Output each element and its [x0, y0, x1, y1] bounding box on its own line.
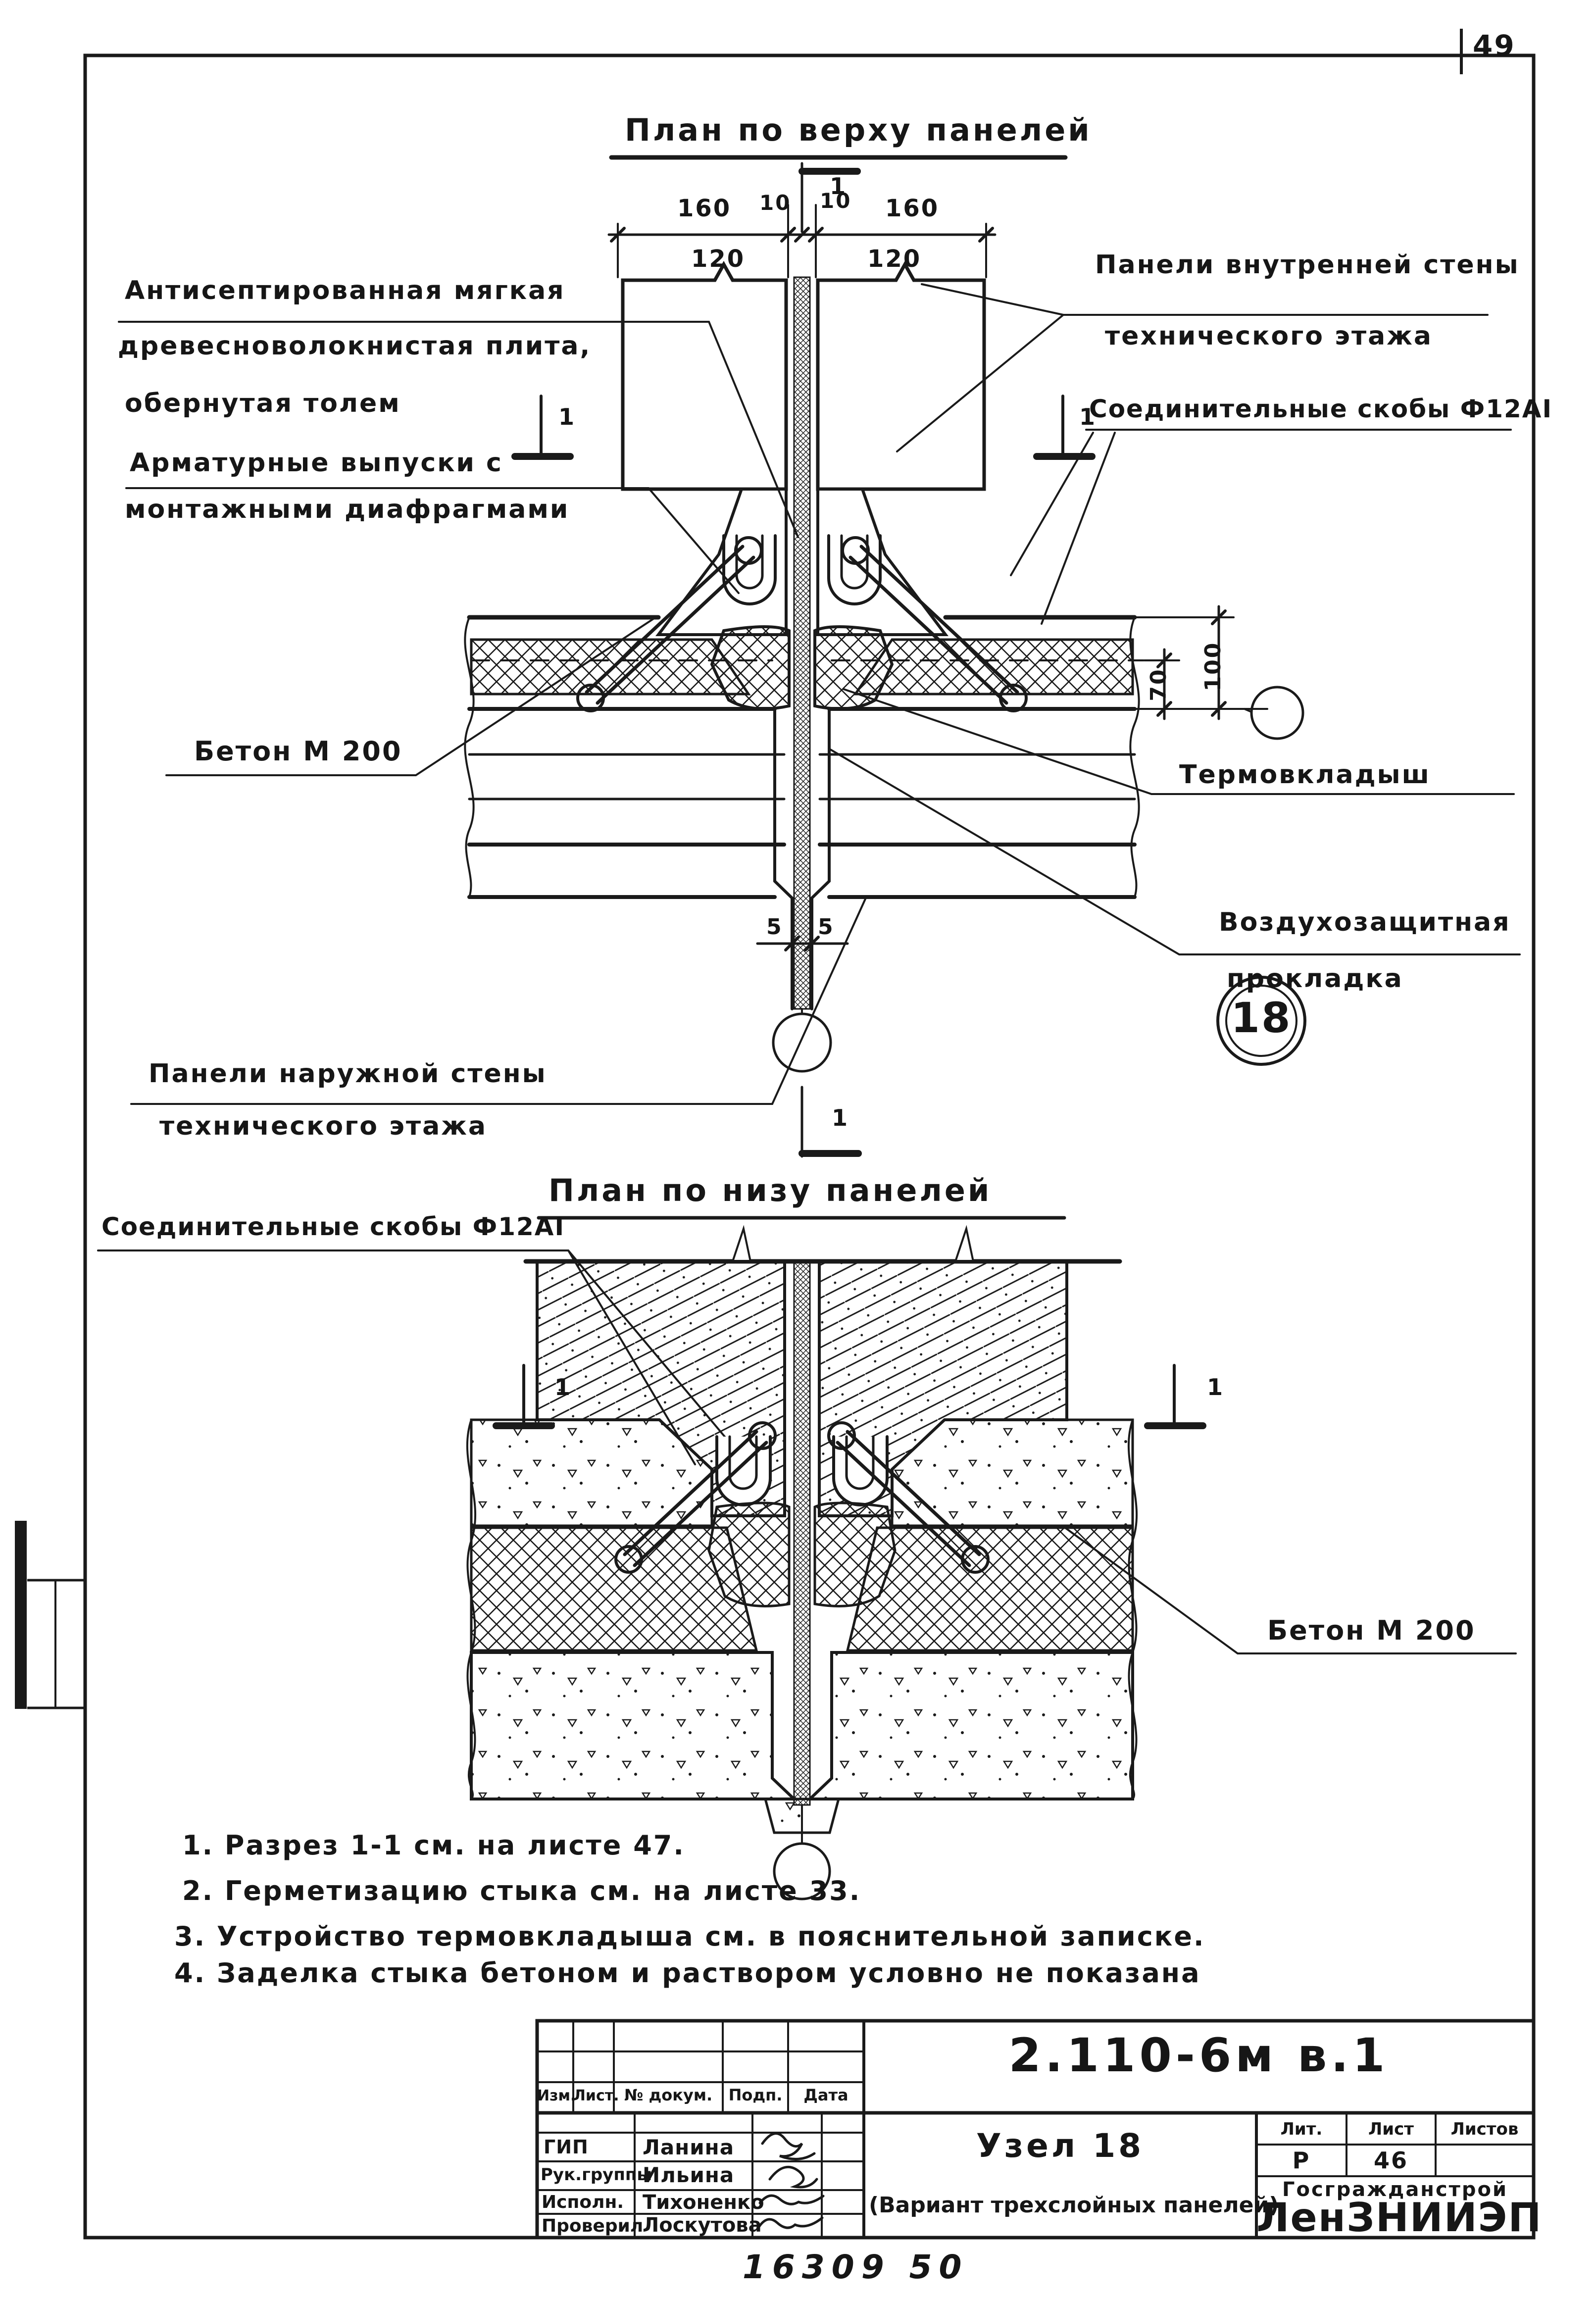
section-mark-top: 1: [830, 173, 848, 200]
node-number: 18: [1231, 994, 1292, 1042]
section-mark-upper-left: 1: [558, 403, 576, 430]
dim-10-left: 10: [759, 191, 792, 215]
dim-100: 100: [1200, 641, 1226, 692]
titleblock-sheet-label: Лист: [1368, 2119, 1414, 2139]
titleblock-row1-role: ГИП: [544, 2136, 589, 2158]
titleblock-row3-name: Тихоненко: [643, 2191, 764, 2214]
titleblock-sheets-label: Листов: [1450, 2119, 1519, 2139]
dim-5-right: 5: [818, 914, 835, 940]
top-view-dimensions: [511, 162, 1304, 956]
titleblock-org-line2: ЛенЗНИИЭП: [1256, 2195, 1543, 2241]
titleblock-row4-name: Лоскутова: [643, 2214, 762, 2237]
titleblock-col-list: Лист.: [573, 2087, 619, 2104]
titleblock-row2-role: Рук.группы: [541, 2165, 652, 2185]
dim-10-right: 10: [820, 189, 852, 213]
label-board-line3: обернутая толем: [125, 389, 401, 418]
titleblock-col-data: Дата: [803, 2086, 848, 2104]
label-thermo: Термовкладыш: [1179, 760, 1431, 790]
titleblock-row2-name: Ильина: [643, 2163, 735, 2187]
title-block-grid: [535, 2019, 1536, 2240]
left-margin-stamp: [15, 1521, 27, 1709]
titleblock-org-line1: Госгражданстрой: [1282, 2178, 1508, 2201]
titleblock-row3-role: Исполн.: [542, 2192, 624, 2212]
section-mark-mid: 1: [832, 1104, 849, 1131]
signatures: [757, 2132, 825, 2229]
titleblock-node-subtitle: (Вариант трехслойных панелей): [869, 2193, 1279, 2218]
titleblock-node-title: Узел 18: [976, 2127, 1145, 2165]
titleblock-col-podp: Подп.: [728, 2086, 783, 2104]
label-brackets-bottom: Соединительные скобы Ф12АI: [101, 1212, 565, 1241]
label-concrete-bottom: Бетон М 200: [1267, 1615, 1476, 1646]
print-code: 16309 50: [743, 2248, 969, 2286]
top-view-title: План по верху панелей: [625, 112, 1092, 148]
label-board-line1: Антисептированная мягкая: [125, 276, 565, 305]
titleblock-lit-label: Лит.: [1280, 2119, 1323, 2139]
dim-160-left: 160: [677, 195, 732, 222]
note-4: 4. Заделка стыка бетоном и раствором усл…: [174, 1957, 1201, 1989]
section-mark-upper-right: 1: [1079, 403, 1097, 430]
label-concrete-top: Бетон М 200: [194, 736, 402, 767]
label-air-line2: прокладка: [1227, 964, 1403, 994]
titleblock-row1-name: Ланина: [643, 2135, 735, 2159]
dim-120-left: 120: [691, 245, 746, 273]
label-board-line2: древесноволокнистая плита,: [118, 331, 592, 361]
page-number: 49: [1473, 29, 1516, 62]
label-inner-line2: технического этажа: [1105, 321, 1433, 351]
titleblock-doc-number: 2.110-6м в.1: [1008, 2029, 1389, 2083]
node-circle: [1216, 976, 1306, 1066]
label-air-line1: Воздухозащитная: [1219, 907, 1511, 937]
note-1: 1. Разрез 1-1 см. на листе 47.: [182, 1830, 685, 1861]
label-outer-line1: Панели наружной стены: [149, 1059, 547, 1089]
dim-5-left: 5: [766, 914, 783, 940]
section-mark-lower-right: 1: [1207, 1374, 1225, 1400]
titleblock-sheet-value: 46: [1373, 2147, 1408, 2174]
note-2: 2. Герметизацию стыка см. на листе 33.: [182, 1875, 861, 1906]
label-brackets-top: Соединительные скобы Ф12АI: [1089, 395, 1553, 423]
titleblock-row4-role: Проверил: [542, 2216, 644, 2236]
top-view-drawing: [464, 155, 1145, 1158]
titleblock-col-izm: Изм.: [537, 2087, 576, 2104]
label-inner-line1: Панели внутренней стены: [1095, 250, 1520, 280]
label-rebar-line2: монтажными диафрагмами: [125, 495, 570, 524]
bottom-view-title: План по низу панелей: [549, 1172, 992, 1208]
dim-70: 70: [1146, 668, 1171, 701]
titleblock-col-doc: № докум.: [624, 2086, 713, 2104]
bottom-view-drawing: [466, 1225, 1206, 1900]
note-3: 3. Устройство термовкладыша см. в поясни…: [174, 1921, 1205, 1952]
label-rebar-line1: Арматурные выпуски с: [130, 448, 503, 478]
titleblock-lit-value: Р: [1292, 2147, 1311, 2174]
dim-160-right: 160: [885, 195, 940, 222]
dim-120-right: 120: [867, 245, 922, 273]
label-outer-line2: технического этажа: [159, 1111, 488, 1141]
section-mark-lower-left: 1: [554, 1374, 572, 1400]
label-leaders: [97, 283, 1521, 1654]
